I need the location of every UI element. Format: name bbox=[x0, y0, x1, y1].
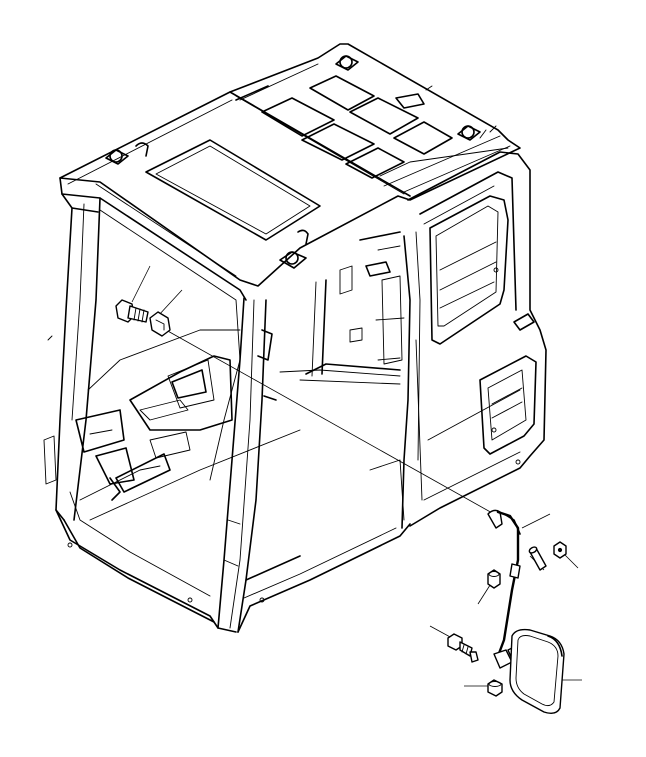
bolt bbox=[115, 299, 149, 323]
cab bbox=[43, 43, 547, 633]
mirror-stay bbox=[487, 509, 521, 658]
mirror bbox=[493, 628, 565, 715]
bracket bbox=[149, 311, 171, 337]
nut-bottom bbox=[487, 679, 503, 697]
pin bbox=[528, 546, 547, 571]
screw bbox=[447, 633, 479, 663]
nut-top bbox=[553, 541, 567, 559]
collar bbox=[487, 569, 501, 589]
